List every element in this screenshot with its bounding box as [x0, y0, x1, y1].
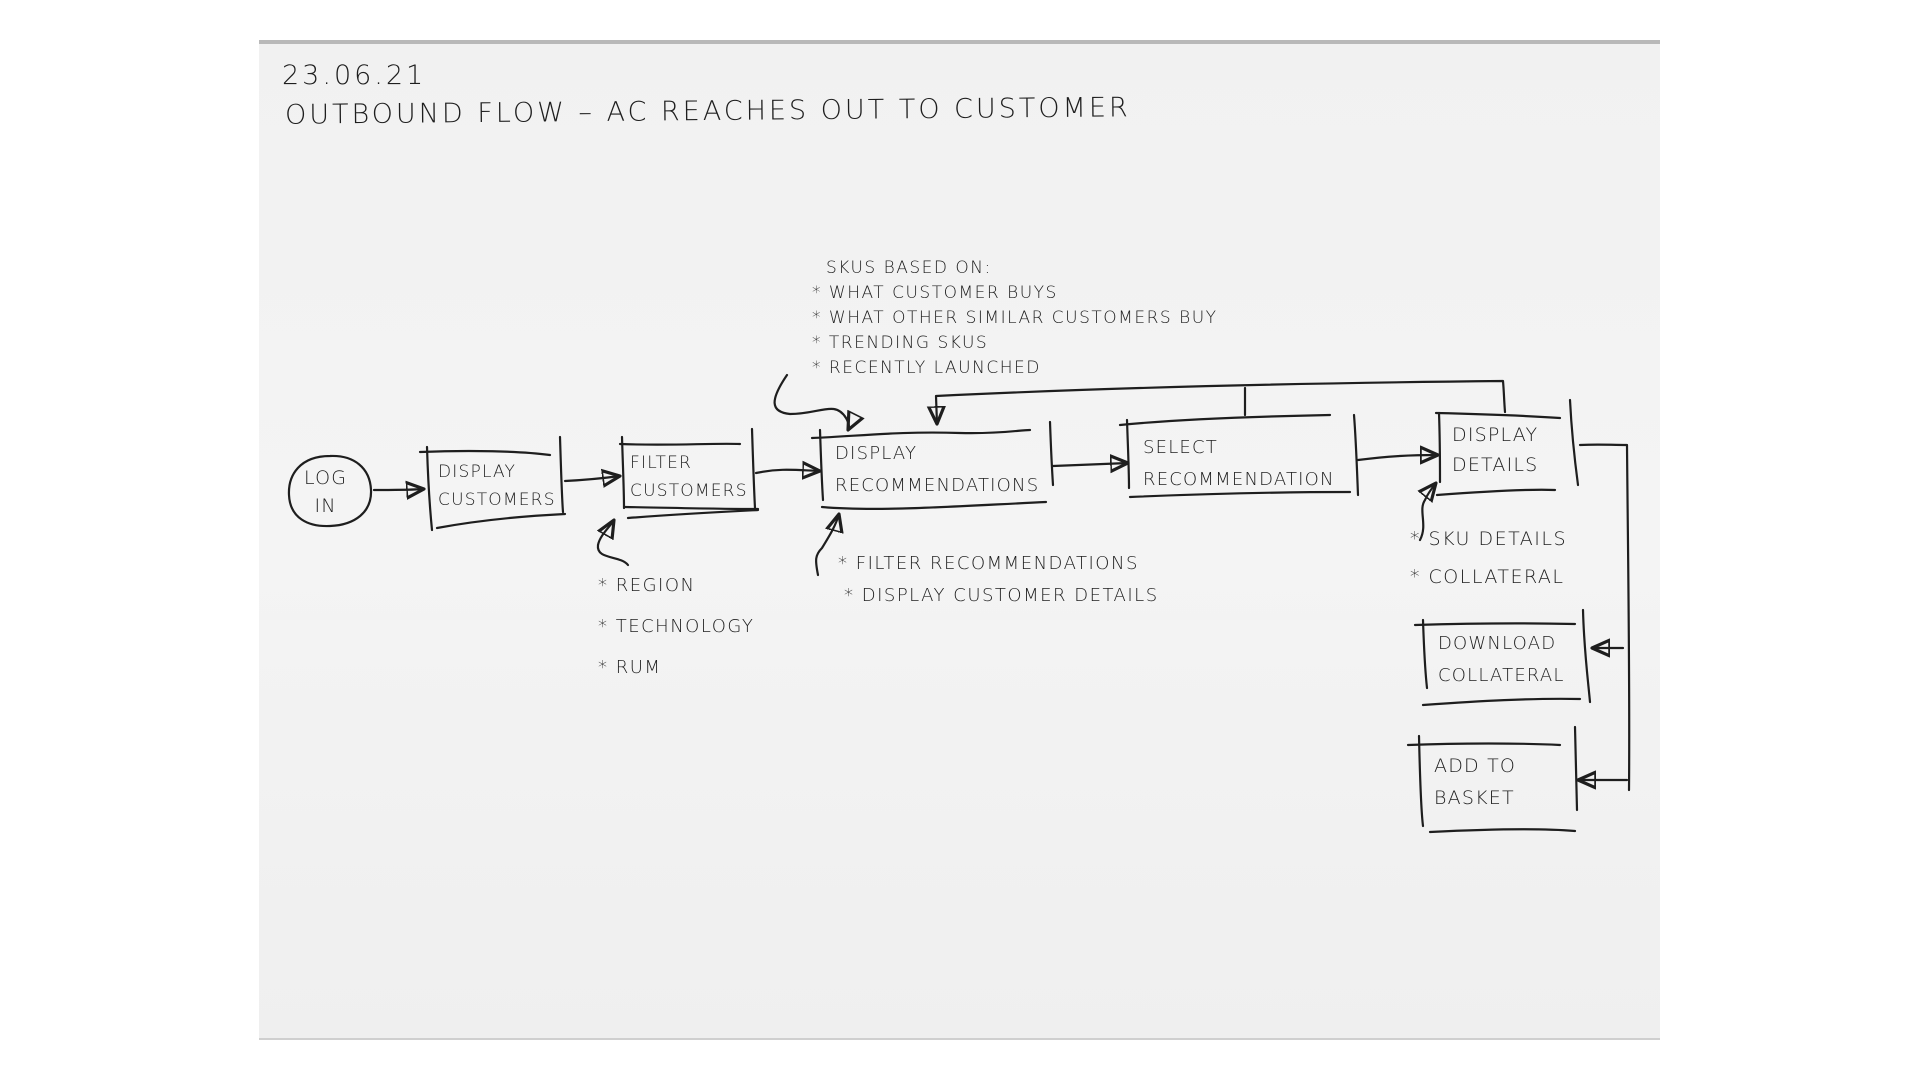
sketch-date: 23.06.21	[282, 60, 427, 91]
node-display-customers: Display customers	[438, 458, 556, 514]
note-filter-criteria: * Region * Technology * RUM	[598, 565, 754, 688]
node-add-to-basket-line2: basket	[1434, 787, 1515, 809]
node-display-recommendations: Display recommendations	[835, 438, 1039, 502]
note-filter-item: * Region	[598, 575, 696, 596]
note-pointer-details	[1420, 483, 1436, 542]
node-select-recommendation-line1: Select	[1143, 437, 1218, 458]
note-detail-contents: * SKU details * Collateral	[1410, 520, 1567, 596]
edge-display-recs-to-select	[1051, 463, 1128, 466]
note-skus-item: * What other similar customers buy	[812, 308, 1218, 328]
node-download-collateral-line1: Download	[1438, 633, 1557, 654]
note-details-item: * SKU details	[1410, 528, 1568, 550]
note-skus-based-on: SKUs based on: * What customer buys * Wh…	[812, 256, 1218, 381]
node-display-customers-line2: customers	[438, 490, 556, 510]
node-display-recommendations-line1: Display	[835, 443, 918, 464]
node-display-details: Display details	[1452, 420, 1538, 480]
node-display-customers-line1: Display	[438, 462, 517, 482]
node-filter-customers-line2: customers	[630, 481, 748, 501]
edge-select-to-display-details	[1356, 455, 1438, 460]
sketch-paper	[259, 40, 1660, 1040]
filter-customers-box	[618, 427, 760, 520]
edge-feedback-bracket	[936, 379, 1507, 424]
note-skus-heading: SKUs based on:	[826, 258, 992, 278]
node-download-collateral: Download collateral	[1438, 628, 1565, 692]
node-filter-customers-line1: Filter	[630, 453, 693, 473]
node-display-details-line1: Display	[1452, 424, 1539, 446]
note-details-item: * Collateral	[1410, 566, 1565, 588]
node-add-to-basket: Add to basket	[1434, 750, 1516, 814]
note-recommendation-actions: * Filter recommendations * Display custo…	[838, 548, 1159, 612]
note-pointer-recs	[815, 514, 839, 577]
node-select-recommendation: Select recommendation	[1143, 432, 1335, 496]
download-collateral-box	[1413, 608, 1592, 707]
node-download-collateral-line2: collateral	[1438, 665, 1565, 686]
note-filter-item: * RUM	[598, 657, 662, 678]
display-details-box	[1434, 398, 1580, 497]
node-add-to-basket-line1: Add to	[1434, 755, 1517, 777]
edge-filter-to-display-recs	[754, 470, 820, 473]
note-skus-item: * What customer buys	[812, 283, 1058, 303]
note-filter-item: * Technology	[598, 616, 755, 637]
node-select-recommendation-line2: recommendation	[1143, 469, 1335, 490]
display-customers-box	[418, 435, 567, 532]
node-login-line2: in	[314, 495, 337, 517]
note-pointer-filter	[598, 520, 630, 567]
edge-details-right-bracket	[1578, 443, 1631, 792]
node-display-details-line2: details	[1452, 454, 1539, 476]
note-pointer-skus	[773, 373, 849, 430]
note-recs-item: * Filter recommendations	[838, 553, 1139, 574]
note-recs-item: * Display customer details	[844, 585, 1159, 606]
edge-login-to-display-customers	[372, 489, 424, 490]
add-to-basket-box	[1406, 725, 1579, 834]
node-filter-customers: Filter customers	[630, 449, 748, 505]
edge-display-customers-to-filter	[563, 476, 620, 481]
node-display-recommendations-line2: recommendations	[835, 475, 1040, 496]
node-login: Log in	[304, 464, 347, 520]
note-skus-item: * Trending SKUs	[812, 333, 989, 353]
note-skus-item: * Recently launched	[812, 358, 1041, 378]
node-login-line1: Log	[304, 467, 348, 489]
display-recommendations-box	[810, 420, 1055, 510]
login-node-shape	[287, 454, 373, 528]
select-recommendation-box	[1118, 413, 1360, 499]
